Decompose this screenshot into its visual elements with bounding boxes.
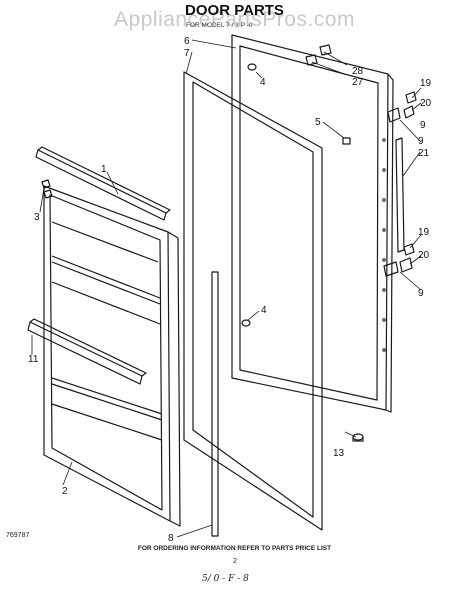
callout-21: 21 [418,148,430,159]
callout-27: 27 [352,77,364,88]
callout-3: 3 [34,212,40,223]
callout-20a: 20 [420,98,432,109]
stop-bumper-bottom [241,319,251,327]
callout-8: 8 [168,533,174,544]
page-number: 2 [233,558,237,565]
shelf-bar-top [35,146,171,221]
callout-20b: 20 [418,250,430,261]
outer-door-panel [231,34,394,413]
inner-door-liner [43,185,181,527]
document-number: 769787 [6,532,30,539]
callout-4b: 4 [261,305,267,316]
callout-19b: 19 [418,227,430,238]
hinge-hardware [383,91,417,277]
watermark: AppliancePartsPros.com [114,8,355,31]
door-gasket [183,71,323,531]
callout-9-bottom: 9 [418,288,424,299]
callout-2: 2 [62,486,68,497]
leader-lines [31,39,422,538]
pads-27-28 [305,44,332,66]
ordering-footer: FOR ORDERING INFORMATION REFER TO PARTS … [137,545,332,552]
callout-19a: 19 [420,78,432,89]
model-subtitle: FOR MODEL 7 / 3 P -0 [186,22,253,29]
callout-5: 5 [315,117,321,128]
callout-6: 6 [184,36,190,47]
callout-9b-top: 9 [418,136,424,147]
callout-28: 28 [352,66,364,77]
part-5-clip [342,137,351,145]
callout-9a: 9 [420,120,426,131]
leveler-foot [352,433,364,442]
callout-1: 1 [101,164,107,175]
page-title: DOOR PARTS [185,2,284,19]
shelf-bar-middle [27,318,147,385]
end-caps [41,179,53,199]
callout-13: 13 [333,448,345,459]
callout-4a: 4 [260,77,266,88]
callout-7: 7 [184,48,190,59]
callout-11: 11 [28,354,39,365]
stop-bumper-top [247,63,257,71]
handwritten-note: 5/ 0 - F - 8 [202,574,249,584]
breaker-strip [211,271,219,537]
